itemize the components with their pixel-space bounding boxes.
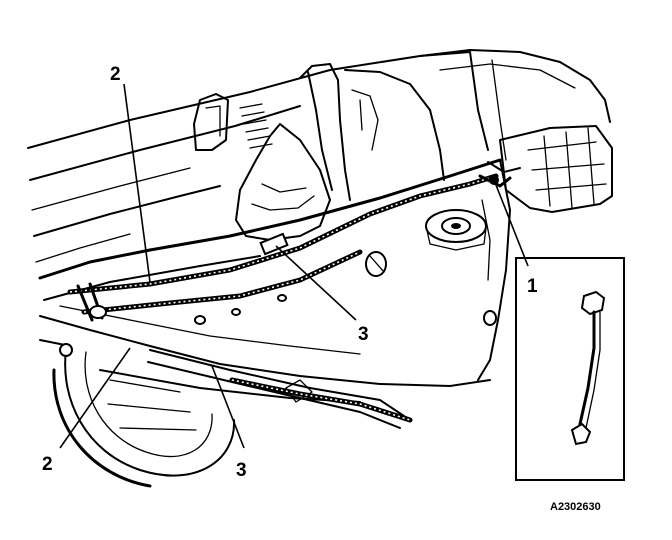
callout-2-bottom: 2: [42, 454, 53, 475]
inset-detail-box: [515, 257, 625, 481]
callout-3-mid: 3: [358, 324, 369, 345]
callout-3-bottom: 3: [236, 460, 247, 481]
vehicle-body-outline: [27, 49, 611, 403]
floor-boss: [194, 209, 497, 326]
lower-exhaust-pipe: [147, 349, 411, 429]
callout-1: 1: [527, 276, 538, 297]
callout-2-top: 2: [110, 64, 121, 85]
leader-lines: [59, 83, 529, 449]
reference-code: A2302630: [550, 501, 601, 513]
cable-clamps: [76, 174, 512, 322]
parking-brake-cable-upper: [67, 173, 499, 295]
heat-shield-grid: [487, 125, 613, 213]
parking-brake-cable-lower: [81, 249, 413, 423]
rear-wheel: [39, 339, 236, 488]
